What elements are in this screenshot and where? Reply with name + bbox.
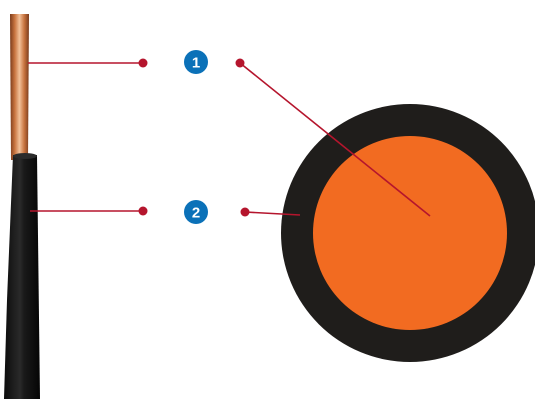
leader-dot-2-left: [138, 206, 148, 216]
conductor-cross-section: [313, 136, 507, 330]
badge-1-circle: [184, 50, 208, 74]
leader-dots: [138, 58, 250, 217]
badge-1-number: 1: [192, 55, 200, 72]
exposed-copper-conductor: [10, 14, 29, 160]
callout-badge-2: 2: [184, 200, 208, 224]
wire-side-view: [4, 14, 40, 399]
cable-cross-section: [281, 104, 535, 362]
badge-2-number: 2: [192, 205, 200, 222]
leader-line-2-right: [244, 211, 301, 216]
leader-dot-1-left: [138, 58, 148, 68]
leader-lines: [28, 62, 431, 217]
badge-2-circle: [184, 200, 208, 224]
callout-badge-1: 1: [184, 50, 208, 74]
leader-dot-2-right: [240, 207, 250, 217]
leader-line-1-right: [239, 62, 431, 217]
insulation-cut-edge: [13, 153, 37, 159]
leader-dot-1-right: [235, 58, 245, 68]
insulation-jacket-side: [4, 155, 40, 399]
